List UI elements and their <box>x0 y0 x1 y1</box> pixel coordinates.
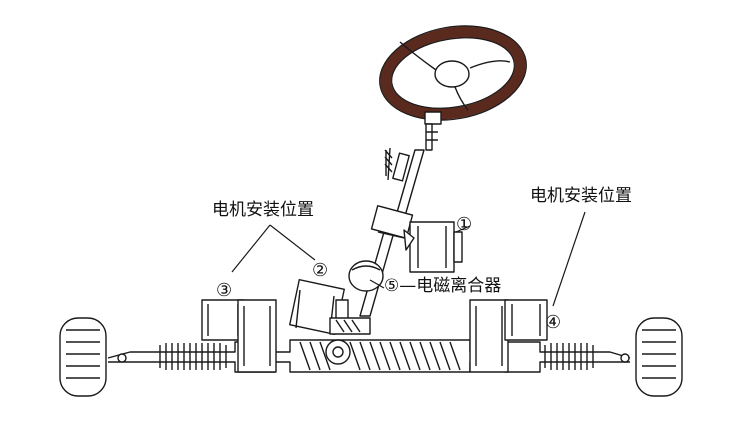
marker-2: ② <box>312 260 329 281</box>
left-rack-motor <box>201 299 277 373</box>
steering-wheel <box>379 25 527 121</box>
right-rack-motor <box>469 299 548 373</box>
left-wheel <box>59 317 131 397</box>
pinion-motor <box>289 279 371 335</box>
electromagnetic-clutch <box>348 260 384 292</box>
right-wheel <box>609 317 683 397</box>
motor-position-label-right: 电机安装位置 <box>530 186 632 206</box>
leader-lines <box>231 211 586 307</box>
marker-3: ③ <box>216 280 233 301</box>
marker-1: ① <box>456 214 473 235</box>
column-motor <box>370 205 463 273</box>
steering-rack <box>130 339 610 373</box>
marker-4: ④ <box>545 312 562 333</box>
motor-position-label-left: 电机安装位置 <box>212 200 314 220</box>
clutch-label: ⑤—电磁离合器 <box>384 276 502 296</box>
